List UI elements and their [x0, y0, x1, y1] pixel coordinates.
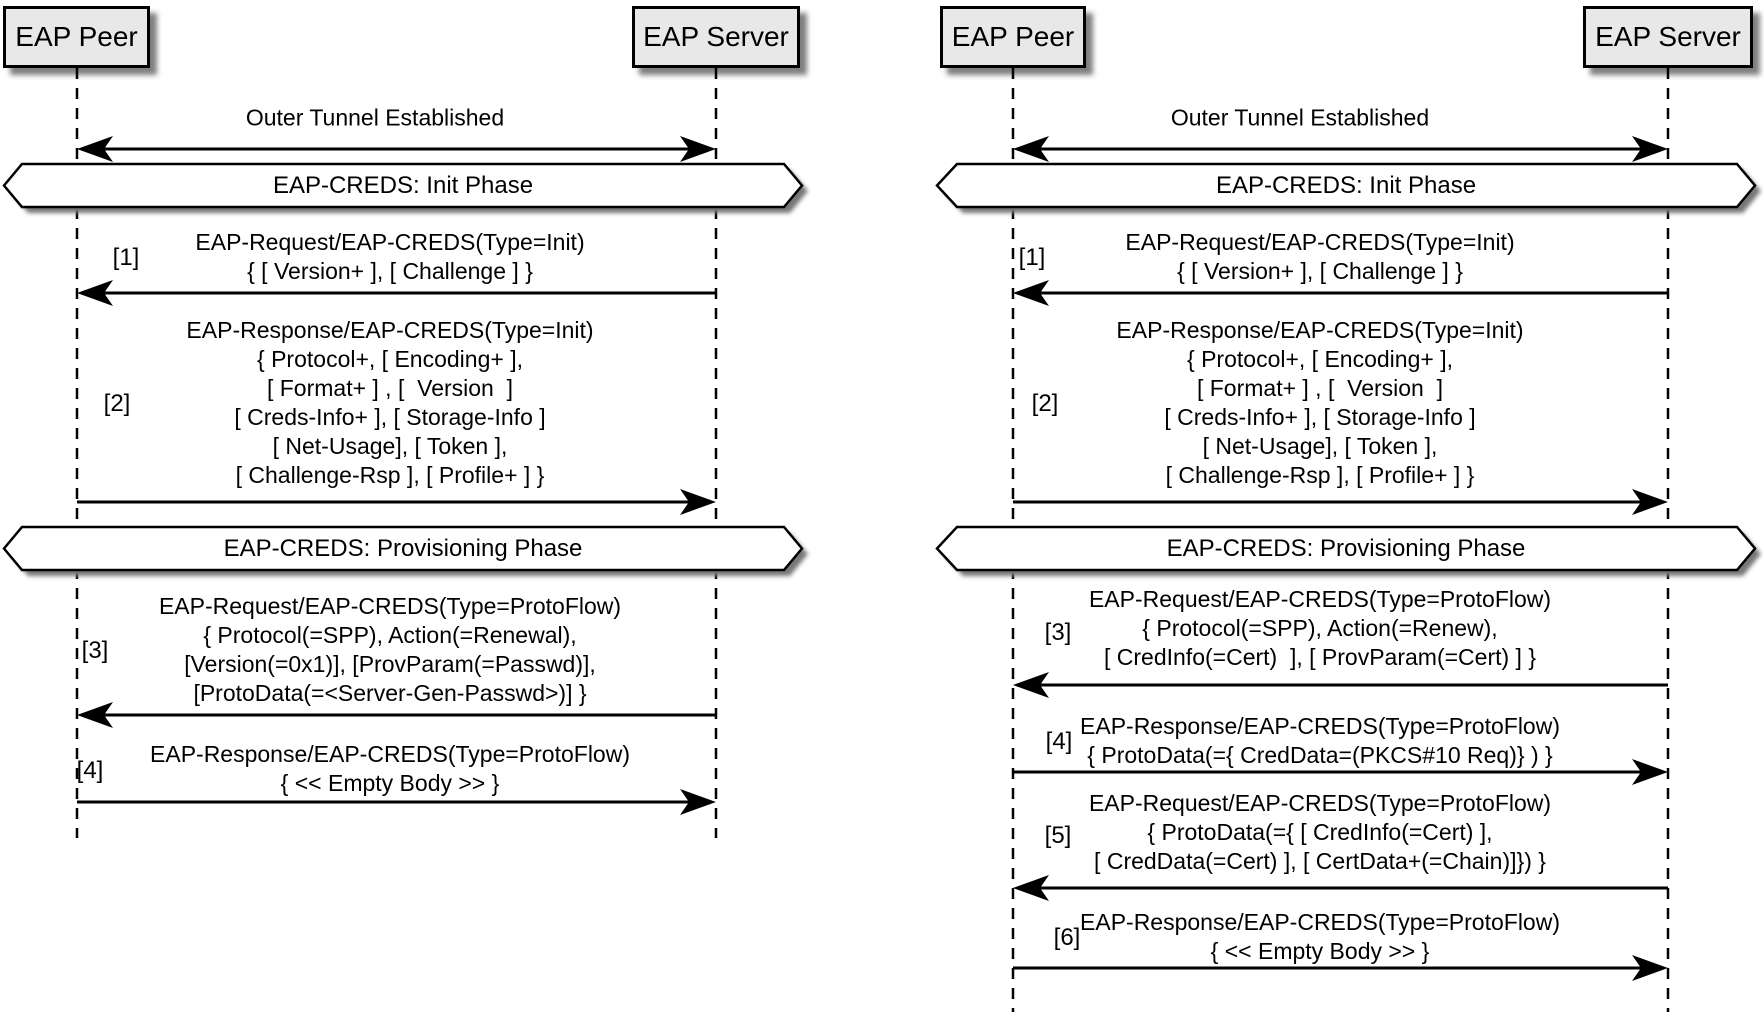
message-line: EAP-Request/EAP-CREDS(Type=Init): [1125, 229, 1515, 255]
message-line: { [ Version+ ], [ Challenge ] }: [247, 258, 533, 284]
actor-label: EAP Server: [1595, 21, 1741, 52]
message-line: [ Creds-Info+ ], [ Storage-Info ]: [1164, 404, 1476, 430]
arrowhead-right-icon: [680, 136, 716, 162]
actor-box-left-eap-server: EAP Server: [632, 6, 800, 68]
message-number: [1]: [1018, 244, 1046, 271]
actor-box-left-eap-peer: EAP Peer: [3, 6, 150, 68]
message-line: EAP-Request/EAP-CREDS(Type=ProtoFlow): [1088, 586, 1552, 612]
phase-label-left-provisioning: EAP-CREDS: Provisioning Phase: [223, 535, 583, 562]
message-text: EAP-Response/EAP-CREDS(Type=Init) { Prot…: [186, 316, 593, 490]
band-right-provisioning: [935, 525, 1757, 572]
message-number: [5]: [1044, 822, 1072, 849]
message-number: [4]: [1045, 728, 1073, 755]
actor-label: EAP Server: [643, 21, 789, 52]
message-line: [ Net-Usage], [ Token ],: [1202, 433, 1438, 459]
arrowhead-right-icon: [680, 489, 716, 515]
band-left-init: [2, 162, 804, 209]
tunnel-label-right: Outer Tunnel Established: [1170, 104, 1430, 131]
message-text: EAP-Response/EAP-CREDS(Type=ProtoFlow) {…: [150, 740, 630, 798]
message-line: EAP-Response/EAP-CREDS(Type=ProtoFlow): [1080, 909, 1560, 935]
message-line: [ Creds-Info+ ], [ Storage-Info ]: [234, 404, 546, 430]
message-line: { ProtoData(={ [ CredInfo(=Cert) ],: [1147, 819, 1493, 845]
message-number: [1]: [112, 244, 140, 271]
right-message-arrows: [1013, 280, 1668, 981]
message-text: EAP-Response/EAP-CREDS(Type=Init) { Prot…: [1116, 316, 1523, 490]
message-text: EAP-Response/EAP-CREDS(Type=ProtoFlow) {…: [1080, 712, 1560, 770]
message-line: [ Challenge-Rsp ], [ Profile+ ] }: [235, 462, 545, 488]
left-message-arrows: [77, 280, 716, 815]
actor-box-right-eap-server: EAP Server: [1583, 6, 1753, 68]
message-number: [2]: [1031, 390, 1059, 417]
message-line: { << Empty Body >> }: [280, 770, 500, 796]
actor-label: EAP Peer: [15, 21, 138, 52]
message-line: EAP-Request/EAP-CREDS(Type=ProtoFlow): [1088, 790, 1552, 816]
band-right-init: [935, 162, 1757, 209]
message-line: EAP-Request/EAP-CREDS(Type=ProtoFlow): [158, 593, 622, 619]
band-left-provisioning: [2, 525, 804, 572]
arrowhead-right-icon: [1632, 489, 1668, 515]
message-line: [ Format+ ] , [ Version ]: [1196, 375, 1444, 401]
message-line: { ProtoData(={ CredData=(PKCS#10 Req)} )…: [1087, 742, 1553, 768]
message-line: EAP-Response/EAP-CREDS(Type=Init): [186, 317, 594, 343]
arrowhead-left-icon: [1013, 875, 1049, 901]
message-text: EAP-Request/EAP-CREDS(Type=Init) { [ Ver…: [1125, 228, 1514, 286]
actor-label: EAP Peer: [951, 21, 1075, 52]
phase-label-left-init: EAP-CREDS: Init Phase: [272, 172, 534, 199]
message-line: EAP-Response/EAP-CREDS(Type=Init): [1116, 317, 1524, 343]
message-number: [6]: [1053, 924, 1081, 951]
message-number: [3]: [81, 637, 109, 664]
arrowhead-left-icon: [77, 136, 113, 162]
message-number: [3]: [1044, 619, 1072, 646]
message-line: [ Challenge-Rsp ], [ Profile+ ] }: [1165, 462, 1475, 488]
message-line: { << Empty Body >> }: [1210, 938, 1430, 964]
arrowhead-left-icon: [77, 280, 113, 306]
message-text: EAP-Request/EAP-CREDS(Type=ProtoFlow) { …: [1089, 585, 1551, 672]
message-line: [ Format+ ] , [ Version ]: [266, 375, 514, 401]
message-line: EAP-Request/EAP-CREDS(Type=Init): [195, 229, 585, 255]
message-line: [Version(=0x1)], [ProvParam(=Passwd)],: [184, 651, 596, 677]
message-line: [ CredData(=Cert) ], [ CertData+(=Chain)…: [1094, 848, 1546, 874]
message-line: { Protocol(=SPP), Action(=Renew),: [1142, 615, 1498, 641]
message-line: [ CredInfo(=Cert) ], [ ProvParam(=Cert) …: [1103, 644, 1537, 670]
message-line: { [ Version+ ], [ Challenge ] }: [1177, 258, 1463, 284]
message-number: [2]: [103, 390, 131, 417]
message-line: { Protocol(=SPP), Action(=Renewal),: [203, 622, 577, 648]
arrowhead-left-icon: [1013, 672, 1049, 698]
arrowhead-left-icon: [1013, 136, 1049, 162]
phase-label-right-init: EAP-CREDS: Init Phase: [1215, 172, 1477, 199]
message-line: [ProtoData(=<Server-Gen-Passwd>)] }: [193, 680, 587, 706]
message-text: EAP-Response/EAP-CREDS(Type=ProtoFlow) {…: [1080, 908, 1560, 966]
message-text: EAP-Request/EAP-CREDS(Type=Init) { [ Ver…: [195, 228, 584, 286]
actor-box-right-eap-peer: EAP Peer: [940, 6, 1086, 68]
message-line: [ Net-Usage], [ Token ],: [272, 433, 508, 459]
arrowhead-right-icon: [1632, 136, 1668, 162]
message-number: [4]: [76, 757, 104, 784]
message-line: EAP-Response/EAP-CREDS(Type=ProtoFlow): [1080, 713, 1560, 739]
message-text: EAP-Request/EAP-CREDS(Type=ProtoFlow) { …: [1089, 789, 1551, 876]
arrowhead-right-icon: [680, 789, 716, 815]
tunnel-arrows: [77, 136, 1668, 162]
message-text: EAP-Request/EAP-CREDS(Type=ProtoFlow) { …: [159, 592, 621, 708]
message-line: { Protocol+, [ Encoding+ ],: [257, 346, 523, 372]
phase-label-right-provisioning: EAP-CREDS: Provisioning Phase: [1166, 535, 1526, 562]
phase-bands: [2, 162, 1761, 576]
arrowhead-left-icon: [1013, 280, 1049, 306]
message-line: EAP-Response/EAP-CREDS(Type=ProtoFlow): [150, 741, 630, 767]
arrowhead-right-icon: [1632, 955, 1668, 981]
message-line: { Protocol+, [ Encoding+ ],: [1187, 346, 1453, 372]
arrowhead-left-icon: [77, 702, 113, 728]
arrowhead-right-icon: [1632, 759, 1668, 785]
tunnel-label-left: Outer Tunnel Established: [245, 104, 505, 131]
